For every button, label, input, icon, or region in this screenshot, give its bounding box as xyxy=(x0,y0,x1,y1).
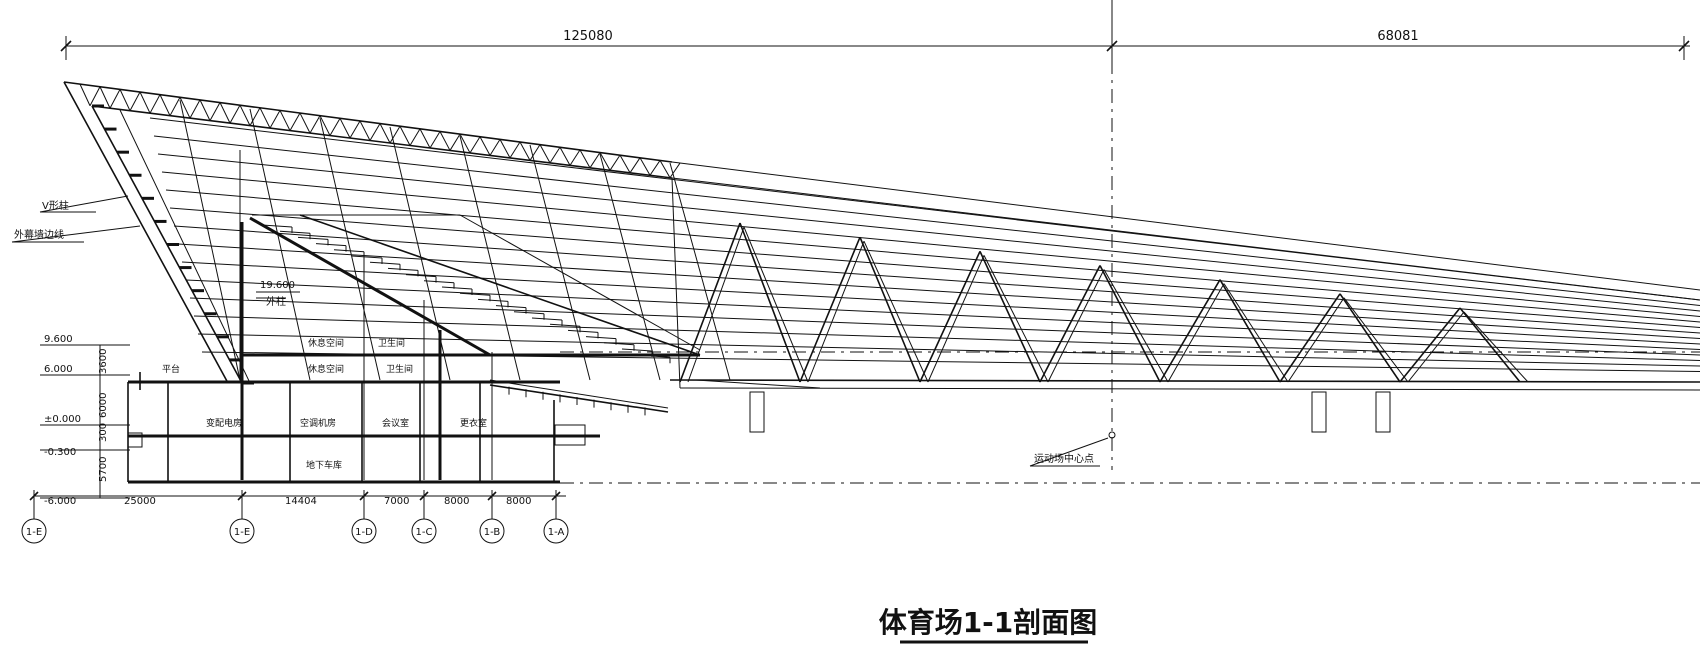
grandstand xyxy=(239,150,701,482)
vdim-5700: 5700 xyxy=(98,457,109,482)
axis-label: 1-A xyxy=(548,527,565,538)
level-9600: 9.600 xyxy=(44,334,73,345)
room-toilet-upper: 卫生间 xyxy=(378,337,405,349)
room-rest-upper: 休息空间 xyxy=(308,337,344,349)
room-labels: 平台 休息空间 卫生间 休息空间 卫生间 变配电房 空调机房 会议室 更衣室 地… xyxy=(162,337,487,471)
level-0000: ±0.000 xyxy=(44,414,81,425)
room-ahu: 空调机房 xyxy=(300,417,336,429)
axis-label: 1-E xyxy=(234,527,250,538)
dimension-68081: 68081 xyxy=(1377,29,1418,44)
level-minus-0300: -0.300 xyxy=(44,447,76,458)
top-dimension: 125080 68081 xyxy=(60,0,1690,60)
room-platform: 平台 xyxy=(162,363,180,375)
dimension-14404: 14404 xyxy=(285,496,317,507)
level-6000: 6.000 xyxy=(44,364,73,375)
room-toilet-lower: 卫生间 xyxy=(386,363,413,375)
axis-label: 1-E xyxy=(26,527,42,538)
dimension-7000: 7000 xyxy=(384,496,409,507)
axis-label: 1-B xyxy=(484,527,501,538)
level-marks: 9.600 6.000 ±0.000 -0.300 -6.000 19.600 … xyxy=(40,280,300,507)
dimension-25000: 25000 xyxy=(124,496,156,507)
room-locker: 更衣室 xyxy=(460,417,487,429)
vdim-3600: 3600 xyxy=(98,349,109,374)
v-column-facade xyxy=(63,81,254,385)
dimension-125080: 125080 xyxy=(563,29,613,44)
vdim-6000: 6000 xyxy=(98,393,109,418)
room-substation: 变配电房 xyxy=(206,417,242,429)
dimension-8000-a: 8000 xyxy=(444,496,469,507)
axis-bubbles: 1-E 1-E 1-D 1-C 1-B 1-A xyxy=(21,514,569,544)
bottom-dimension: 25000 14404 7000 8000 8000 xyxy=(29,490,566,514)
axis-label: 1-C xyxy=(416,527,433,538)
vdim-300: 300 xyxy=(98,423,109,442)
level-19600: 19.600 xyxy=(260,280,295,291)
label-outer-column: 外柱 xyxy=(266,295,286,308)
roof-underside xyxy=(669,177,1700,433)
axis-label: 1-D xyxy=(355,527,373,538)
building-body xyxy=(127,353,700,484)
room-meeting: 会议室 xyxy=(382,417,409,429)
label-field-center: 运动场中心点 xyxy=(1034,452,1094,465)
roof-truss xyxy=(63,81,1700,301)
v-braces xyxy=(679,222,1529,383)
drawing-title: 体育场1-1剖面图 xyxy=(879,606,1098,639)
label-v-column: V形柱 xyxy=(42,199,69,212)
room-rest-lower: 休息空间 xyxy=(308,363,344,375)
dimension-8000-b: 8000 xyxy=(506,496,531,507)
label-curtain-wall: 外幕墙边线 xyxy=(14,228,64,241)
level-minus-6000: -6.000 xyxy=(44,496,76,507)
room-garage: 地下车库 xyxy=(306,459,342,471)
annotations: V形柱 外幕墙边线 外柱 运动场中心点 xyxy=(11,195,1116,467)
